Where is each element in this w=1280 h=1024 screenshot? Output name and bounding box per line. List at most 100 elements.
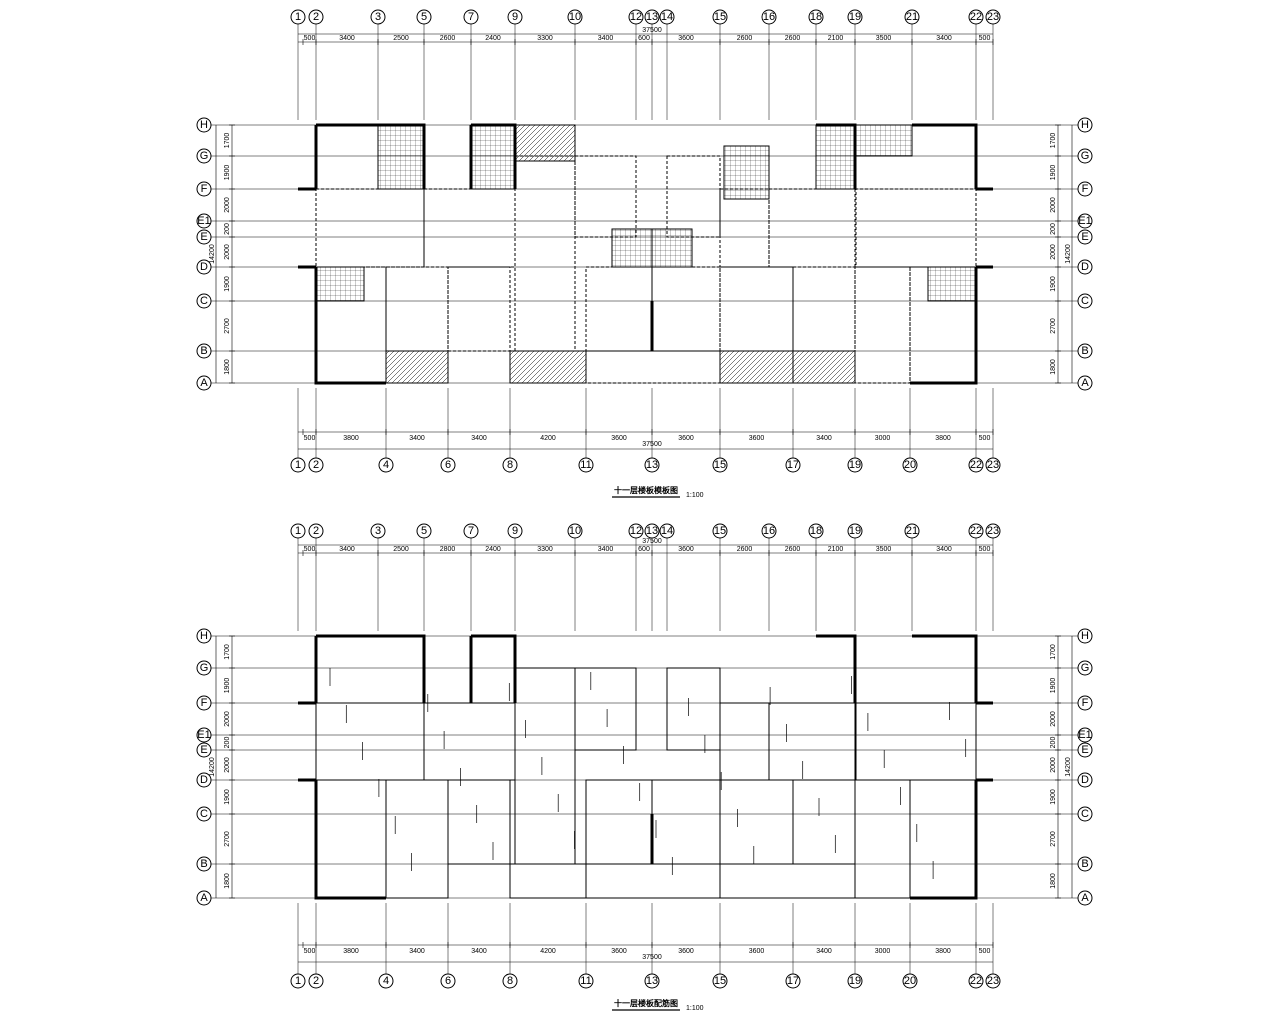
overall-dimension: 37500 [642,954,662,961]
dimension-value: 1700 [1050,133,1057,149]
axis-label: 13 [646,459,658,471]
dimension-value: 2000 [1050,197,1057,213]
dimension-value: 2500 [393,546,409,553]
axis-label: 19 [849,11,861,23]
axis-label: 22 [970,525,982,537]
row-label: B [200,858,207,870]
dimension-value: 3400 [816,435,832,442]
row-bubble-right [1077,293,1093,309]
axis-label: 10 [569,525,581,537]
dimension-value: 2000 [224,197,231,213]
dimension-value: 2100 [828,546,844,553]
dimension-value: 2600 [785,546,801,553]
axis-bubble-top [507,523,523,539]
slab-panel [719,863,856,899]
dimension-value: 1900 [1050,789,1057,805]
dimension-value: 3000 [875,948,891,955]
axis-label: 14 [661,11,673,23]
grid-hatched-slab [651,228,693,268]
slab-panel [792,266,856,352]
dimension-value: 3600 [749,435,765,442]
dimension-value: 3600 [611,948,627,955]
axis-bubble-top [761,9,777,25]
slab-panel [447,266,511,352]
axis-bubble-bottom [968,973,984,989]
axis-label: 14 [661,525,673,537]
row-bubble-left [196,856,212,872]
axis-label: 20 [904,459,916,471]
row-label: E [200,744,207,756]
row-label: G [200,150,209,162]
axis-bubble-bottom [712,973,728,989]
axis-label: 17 [787,975,799,987]
slab-panel [909,779,977,899]
dimension-value: 3500 [876,546,892,553]
slab-panel [719,779,794,865]
row-bubble-left [196,293,212,309]
dimension-value: 2600 [737,35,753,42]
axis-label: 15 [714,11,726,23]
row-bubble-right [1077,742,1093,758]
slab-panel [768,188,857,268]
axis-label: 19 [849,459,861,471]
axis-label: 23 [987,459,999,471]
row-label: F [201,697,208,709]
dimension-value: 3600 [611,435,627,442]
axis-bubble-bottom [578,973,594,989]
diagonal-hatched-slab [509,350,587,384]
dimension-value: 3600 [678,435,694,442]
axis-bubble-top [659,523,675,539]
row-bubble-right [1077,343,1093,359]
row-label: B [200,345,207,357]
axis-bubble-top [290,523,306,539]
axis-label: 15 [714,459,726,471]
grid-hatched-slab [854,124,913,157]
axis-bubble-top [659,9,675,25]
axis-bubble-top [847,523,863,539]
dimension-value: 500 [979,435,991,442]
row-label: A [1081,892,1089,904]
axis-label: 22 [970,459,982,471]
axis-bubble-top [628,9,644,25]
row-bubble-right [1077,375,1093,391]
axis-label: 15 [714,525,726,537]
dimension-value: 3600 [678,948,694,955]
axis-bubble-top [985,523,1001,539]
slab-panel [768,702,857,781]
dimension-value: 600 [638,35,650,42]
dimension-value: 3400 [936,546,952,553]
axis-label: 1 [295,525,301,537]
dimension-value: 2000 [1050,757,1057,773]
overall-dimension: 37500 [642,538,662,545]
dimension-value: 1700 [224,644,231,660]
row-label: H [1081,630,1089,642]
row-bubble-right [1077,148,1093,164]
dimension-value: 1700 [224,133,231,149]
diagonal-hatched-slab [514,124,576,162]
axis-label: 6 [445,459,451,471]
dimension-value: 200 [1050,737,1057,749]
dimension-value: 500 [304,546,316,553]
axis-label: 22 [970,975,982,987]
slab-panel [792,779,856,865]
slab-panel [574,155,637,238]
dimension-value: 2100 [828,35,844,42]
dimension-value: 2600 [440,35,456,42]
dimension-value: 3800 [343,948,359,955]
diagonal-hatched-slab [719,350,794,384]
dimension-value: 2700 [224,831,231,847]
axis-label: 7 [468,525,474,537]
axis-bubble-top [808,523,824,539]
grid-hatched-slab [315,266,365,302]
grid-hatched-slab [377,124,425,190]
dimension-value: 1900 [224,678,231,694]
dimension-value: 500 [979,546,991,553]
axis-label: 9 [512,525,518,537]
axis-bubble-bottom [847,457,863,473]
axis-label: 7 [468,11,474,23]
row-label: B [1081,345,1088,357]
dimension-value: 500 [304,948,316,955]
row-label: H [1081,119,1089,131]
dimension-value: 500 [304,435,316,442]
